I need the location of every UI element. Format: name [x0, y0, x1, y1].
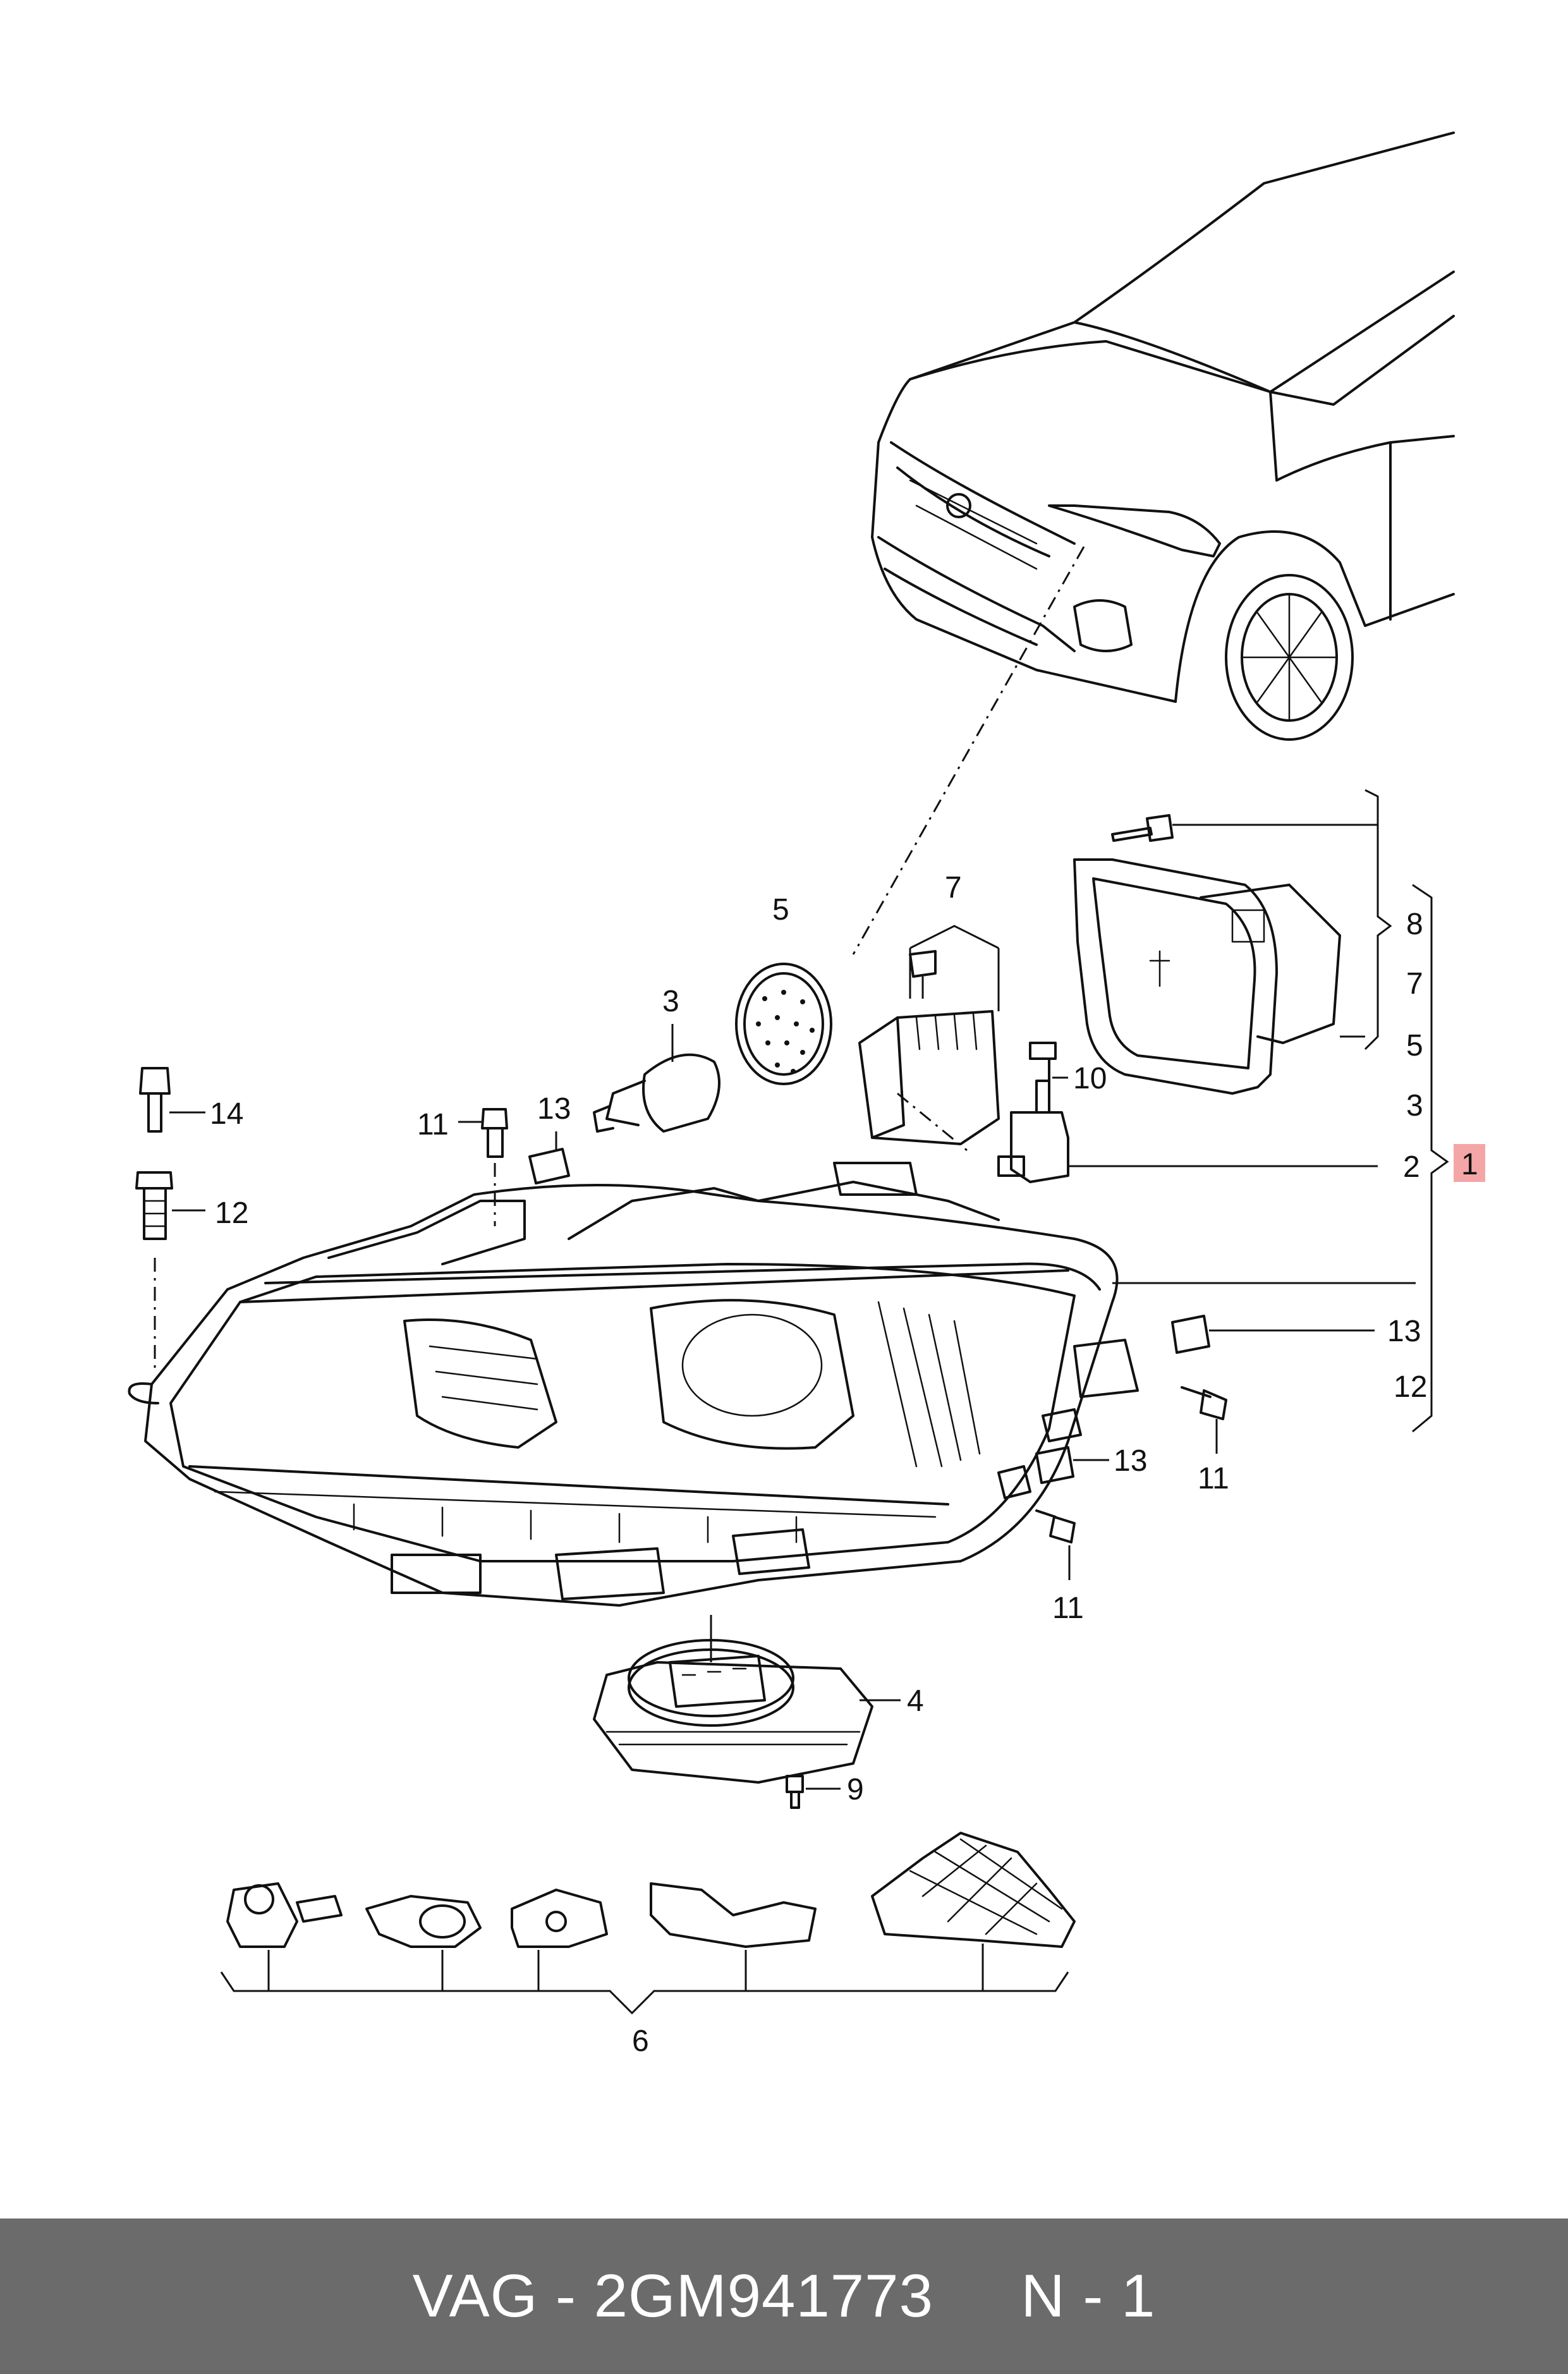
callout-labels: 5 7 3 14 12 11 13 10 2 13 13 11 11 4 9 6…	[210, 871, 1485, 2058]
callout-12: 12	[215, 1196, 248, 1230]
part-11-screw-upper	[481, 1108, 508, 1158]
part-3-adjuster	[593, 1024, 720, 1133]
part-8-frame	[1073, 814, 1341, 1095]
part-14-bolt	[139, 1067, 171, 1133]
callout-11: 11	[1198, 1462, 1229, 1495]
callout-1-highlight	[1454, 1144, 1485, 1182]
callout-7: 7	[945, 871, 962, 904]
part-13-clip-right	[1171, 1315, 1210, 1354]
part-13-clip-mid	[1035, 1446, 1074, 1484]
callout-11: 11	[417, 1108, 449, 1141]
callout-13: 13	[1114, 1444, 1147, 1478]
part-12-spacer	[135, 1171, 173, 1240]
callout-9: 9	[847, 1773, 864, 1806]
part-11-screw-right	[1181, 1386, 1227, 1420]
vehicle-leader-line	[852, 546, 1085, 955]
footer-bar: VAG - 2GM941773 N - 1	[0, 2219, 1568, 2374]
callout-13: 13	[1387, 1315, 1421, 1348]
callout-3: 3	[662, 985, 679, 1018]
legend-item-7: 7	[1406, 967, 1423, 1001]
legend-item-12: 12	[1394, 1370, 1427, 1404]
callout-11: 11	[1052, 1592, 1084, 1625]
legend-item-8: 8	[1406, 908, 1423, 941]
vehicle-outline	[871, 131, 1455, 741]
part-5-cap	[735, 963, 832, 1085]
part-6-repair-kit	[226, 1832, 1076, 1948]
legend-item-3: 3	[1406, 1089, 1423, 1123]
legend-item-5: 5	[1406, 1029, 1423, 1062]
exploded-parts-diagram: 5 7 3 14 12 11 13 10 2 13 13 11 11 4 9 6…	[128, 131, 1485, 2058]
callout-1: 1	[1461, 1148, 1478, 1181]
part-4-control-unit	[593, 1615, 873, 1809]
part-number-caption: VAG - 2GM941773 N - 1	[412, 2262, 1156, 2330]
callout-4: 4	[907, 1684, 924, 1718]
callout-2: 2	[1403, 1150, 1420, 1184]
part-13-clip-upper	[528, 1148, 570, 1184]
callout-13: 13	[537, 1092, 571, 1126]
part-11-screw-mid	[1035, 1509, 1076, 1543]
callout-14: 14	[210, 1097, 243, 1131]
headlamp-assembly	[128, 1162, 1139, 1607]
callout-5: 5	[772, 893, 789, 927]
callout-6: 6	[632, 2024, 649, 2058]
leader-lines	[169, 789, 1449, 2015]
callout-10: 10	[1073, 1062, 1107, 1095]
part-2-bracket	[997, 1042, 1069, 1183]
part-7-module	[858, 925, 1000, 1145]
